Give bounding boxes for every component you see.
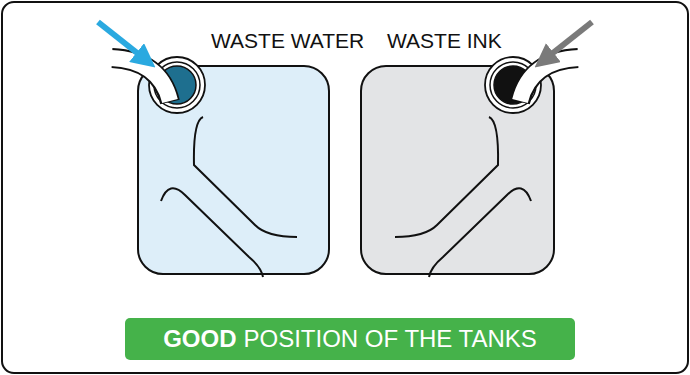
waste-ink-tank: WASTE INK xyxy=(360,65,555,275)
status-word: GOOD xyxy=(163,325,236,353)
tank-label: WASTE INK xyxy=(387,29,502,53)
waste-water-tank: WASTE WATER xyxy=(137,65,330,275)
pointer-arrow xyxy=(98,22,146,60)
tank-label: WASTE WATER xyxy=(211,29,364,53)
status-text: POSITION OF THE TANKS xyxy=(243,325,536,353)
pointer-arrow xyxy=(544,22,592,60)
status-band: GOODPOSITION OF THE TANKS xyxy=(125,318,575,360)
